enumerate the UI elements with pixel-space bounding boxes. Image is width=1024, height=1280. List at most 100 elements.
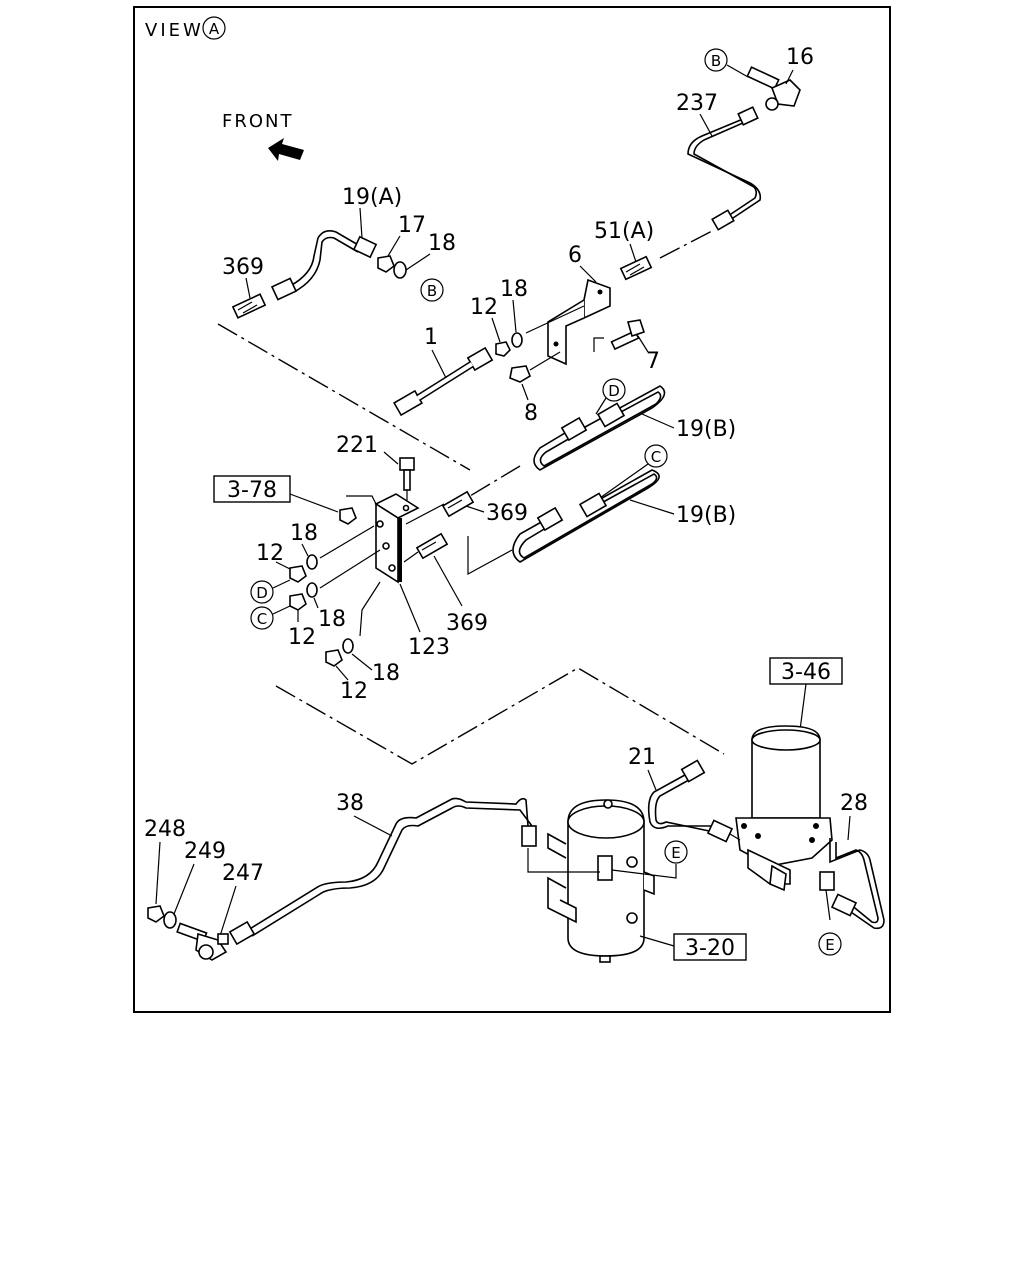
- callout-17: 17: [398, 213, 426, 238]
- part-16-bolt: [746, 66, 801, 111]
- pipe-19b-upper-nut-b: [596, 402, 626, 428]
- pipe-21-nut-bottom: [706, 819, 734, 843]
- part-248-nut: [147, 905, 165, 923]
- pipe-28-nut-b: [830, 893, 858, 917]
- pipe-21: [647, 769, 712, 830]
- pipe-19b-upper-nut-a: [560, 416, 588, 442]
- part-18-washer-l1: [306, 554, 318, 570]
- ref-3-78-box[interactable]: 3-78: [213, 475, 291, 503]
- part-3-78-nut: [339, 507, 357, 525]
- air-tank: [547, 799, 655, 963]
- part-369-fitting-a: [441, 490, 475, 518]
- part-18-washer-mid: [511, 332, 523, 348]
- callout-221: 221: [336, 433, 378, 458]
- callout-247: 247: [222, 861, 264, 886]
- callout-12-mid: 12: [470, 295, 498, 320]
- pipe-21-nut-top: [680, 759, 706, 783]
- part-12-nut-l2: [289, 593, 307, 611]
- circle-d-upper-letter: D: [608, 382, 620, 400]
- pipe-19b-upper: [533, 385, 666, 471]
- ref-3-78-label: 3-78: [227, 478, 277, 503]
- callout-237: 237: [676, 91, 718, 116]
- pipe-38-nut-right: [521, 825, 537, 847]
- pipe-237-nut-top: [737, 106, 759, 126]
- part-6-bracket: [547, 278, 611, 366]
- callout-7: 7: [646, 349, 660, 374]
- part-17-nut: [377, 255, 395, 273]
- part-18-washer-top: [393, 261, 407, 279]
- callout-369-top: 369: [222, 255, 264, 280]
- ref-3-46-box[interactable]: 3-46: [769, 657, 843, 685]
- pipe-19a-nut-right: [352, 235, 378, 259]
- air-dryer-filter: [735, 725, 833, 892]
- callout-1: 1: [424, 325, 438, 350]
- circle-e-right: E: [818, 932, 842, 956]
- diagram-frame: [133, 6, 891, 1013]
- part-221-bolt: [399, 457, 415, 491]
- pipe-19b-lower-nut-a: [536, 506, 564, 532]
- view-letter: A: [209, 20, 220, 38]
- callout-249: 249: [184, 839, 226, 864]
- circle-c-upper-letter: C: [651, 448, 661, 466]
- circle-c-left: C: [250, 606, 274, 630]
- circle-e-tank: E: [664, 840, 688, 864]
- callout-19a: 19(A): [342, 185, 402, 210]
- callout-248: 248: [144, 817, 186, 842]
- callout-12-l3: 12: [340, 679, 368, 704]
- part-18-washer-l3: [342, 638, 354, 654]
- callout-18-top: 18: [428, 231, 456, 256]
- callout-12-l2: 12: [288, 625, 316, 650]
- callout-369-a: 369: [486, 501, 528, 526]
- part-12-nut-l3: [325, 649, 343, 667]
- circle-b-mid: B: [420, 278, 444, 302]
- callout-6: 6: [568, 243, 582, 268]
- callout-18-l3: 18: [372, 661, 400, 686]
- callout-8: 8: [524, 401, 538, 426]
- circle-e-right-letter: E: [825, 936, 834, 954]
- callout-12-l1: 12: [256, 541, 284, 566]
- view-label: VIEW: [145, 20, 204, 41]
- part-51a-fitting: [619, 255, 653, 281]
- part-247-banjo: [176, 922, 229, 961]
- pipe-19b-lower: [512, 469, 660, 563]
- callout-16: 16: [786, 45, 814, 70]
- callout-123: 123: [408, 635, 450, 660]
- front-label: FRONT: [222, 111, 294, 132]
- ref-3-46-label: 3-46: [781, 660, 831, 685]
- part-12-nut-l1: [289, 565, 307, 583]
- circle-c-left-letter: C: [257, 610, 267, 628]
- part-12-nut-mid: [495, 341, 511, 357]
- pipe-19a: [289, 230, 361, 287]
- circle-b-mid-letter: B: [427, 282, 437, 300]
- callout-28: 28: [840, 791, 868, 816]
- circle-b-top: B: [704, 48, 728, 72]
- circle-c-upper: C: [644, 444, 668, 468]
- callout-38: 38: [336, 791, 364, 816]
- callout-18-l2: 18: [318, 607, 346, 632]
- callout-18-l1: 18: [290, 521, 318, 546]
- circle-d-left-letter: D: [256, 584, 268, 602]
- callout-19b-upper: 19(B): [676, 417, 736, 442]
- part-18-washer-l2: [306, 582, 318, 598]
- callout-19b-lower: 19(B): [676, 503, 736, 528]
- pipe-38: [247, 797, 529, 931]
- callout-21: 21: [628, 745, 656, 770]
- ref-3-20-box[interactable]: 3-20: [673, 933, 747, 961]
- circle-d-upper: D: [602, 378, 626, 402]
- part-1-hose: [393, 346, 494, 417]
- pipe-28-nut-a: [819, 871, 835, 891]
- ref-3-20-label: 3-20: [685, 936, 735, 961]
- pipe-19b-lower-nut-b: [578, 492, 608, 518]
- callout-51a: 51(A): [594, 219, 654, 244]
- circle-e-tank-letter: E: [671, 844, 680, 862]
- part-7-bolt: [610, 319, 646, 351]
- circle-d-left: D: [250, 580, 274, 604]
- part-369-fitting-b: [415, 532, 449, 560]
- pipe-38-nut-left: [228, 920, 256, 946]
- part-8-nut: [509, 365, 531, 383]
- part-123-bracket: [374, 493, 420, 584]
- pipe-19a-nut-left: [270, 277, 298, 301]
- pipe-237: [687, 113, 762, 221]
- pipe-237-nut-bottom: [711, 209, 735, 231]
